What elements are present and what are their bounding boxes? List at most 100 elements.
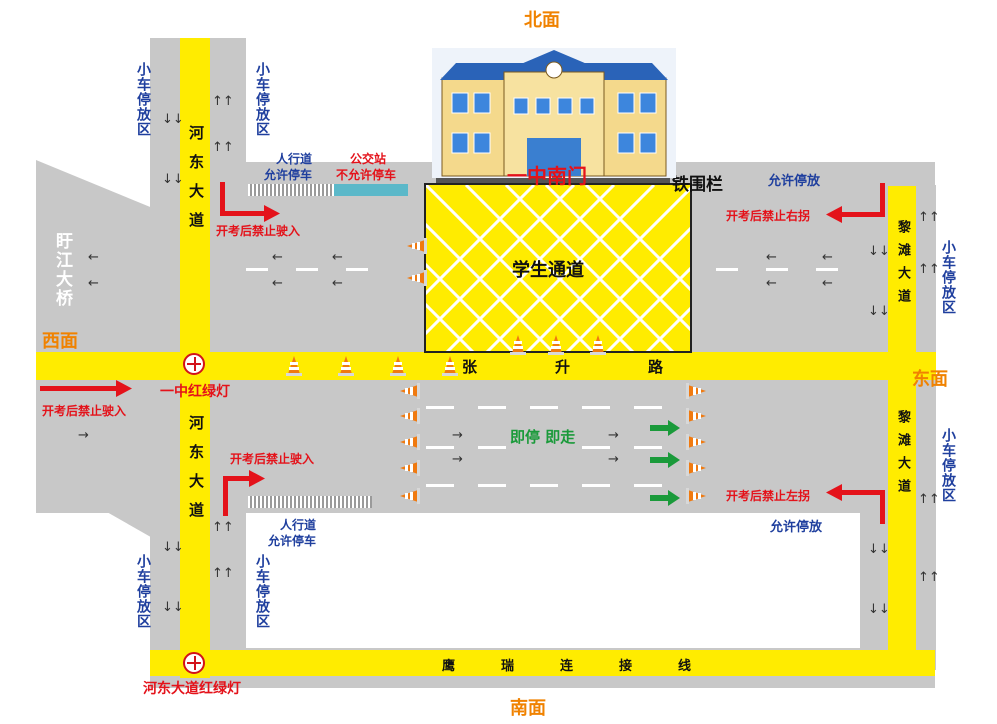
stop-and-go-label: 即停 即走 bbox=[510, 428, 576, 446]
sidewalk-title-bottom: 人行道 bbox=[280, 518, 317, 532]
small-car-parking-nw-left: 小车停放区 bbox=[135, 62, 151, 137]
school-building bbox=[432, 48, 676, 178]
traffic-light-icon-top bbox=[183, 353, 205, 375]
lane-dash bbox=[582, 484, 610, 487]
lane-arrow-icon: → bbox=[452, 428, 463, 443]
west-label: 西面 bbox=[42, 331, 78, 352]
lane-arrow-icon: ↓↓ bbox=[868, 542, 890, 557]
yingrui-road-name: 鹰瑞连接线 bbox=[442, 659, 738, 674]
lane-arrow-icon: ← bbox=[88, 250, 99, 265]
lane-arrow-icon: → bbox=[452, 452, 463, 467]
lane-dash bbox=[634, 406, 662, 409]
lane-arrow-icon: ↑↑ bbox=[918, 262, 940, 277]
lane-arrow-icon: ← bbox=[766, 276, 777, 291]
north-label: 北面 bbox=[524, 10, 560, 31]
lane-arrow-icon: ↑↑ bbox=[918, 570, 940, 585]
lane-dash bbox=[634, 484, 662, 487]
bridge-name: 盱江大桥 bbox=[52, 232, 72, 308]
sidewalk-allow-top: 允许停车 bbox=[264, 168, 313, 182]
east-label: 东面 bbox=[912, 369, 948, 390]
lane-dash bbox=[582, 406, 610, 409]
lane-dash bbox=[766, 268, 788, 271]
lane-arrow-icon: ↑↑ bbox=[918, 492, 940, 507]
lane-dash bbox=[346, 268, 368, 271]
south-label: 南面 bbox=[510, 698, 546, 719]
bottom-traffic-light-label: 河东大道红绿灯 bbox=[143, 681, 241, 697]
lane-dash bbox=[634, 446, 662, 449]
lane-arrow-icon: ← bbox=[272, 276, 283, 291]
lane-dash bbox=[816, 268, 838, 271]
limtan-road-name-north: 黎滩大道 bbox=[895, 220, 910, 312]
lane-dash bbox=[296, 268, 318, 271]
student-channel-area bbox=[424, 183, 692, 353]
lane-arrow-icon: ← bbox=[766, 250, 777, 265]
bus-stop-rule: 不允许停车 bbox=[336, 168, 397, 182]
lane-arrow-icon: ↓↓ bbox=[868, 244, 890, 259]
small-car-parking-ne: 小车停放区 bbox=[940, 240, 956, 315]
lane-arrow-icon: ← bbox=[332, 276, 343, 291]
lane-arrow-icon: ↓↓ bbox=[162, 600, 184, 615]
lane-arrow-icon: ↓↓ bbox=[162, 112, 184, 127]
sidewalk-strip-bottom bbox=[248, 496, 372, 508]
lane-arrow-icon: ← bbox=[332, 250, 343, 265]
lane-dash bbox=[530, 484, 558, 487]
student-channel-label: 学生通道 bbox=[512, 260, 584, 281]
traffic-light-icon-bottom bbox=[183, 652, 205, 674]
limtan-road-name-south: 黎滩大道 bbox=[895, 410, 910, 502]
lane-dash bbox=[426, 484, 454, 487]
lane-arrow-icon: → bbox=[608, 452, 619, 467]
lane-dash bbox=[426, 446, 454, 449]
rule-no-entry-west: 开考后禁止驶入 bbox=[42, 404, 127, 418]
hedong-road-name-south: 河东大道 bbox=[187, 415, 205, 531]
lane-dash bbox=[426, 406, 454, 409]
lane-arrow-icon: ↓↓ bbox=[868, 304, 890, 319]
rule-no-right-turn: 开考后禁止右拐 bbox=[726, 209, 811, 223]
lane-arrow-icon: → bbox=[608, 428, 619, 443]
yingrui-road-band bbox=[150, 650, 935, 676]
sidewalk-strip-top bbox=[248, 184, 334, 196]
lane-dash bbox=[478, 446, 506, 449]
iron-fence bbox=[436, 176, 670, 183]
hedong-road-name-north: 河东大道 bbox=[187, 125, 205, 241]
lane-arrow-icon: → bbox=[78, 428, 89, 443]
rule-no-entry-top: 开考后禁止驶入 bbox=[216, 224, 301, 238]
lane-dash bbox=[246, 268, 268, 271]
bus-stop-strip bbox=[334, 184, 408, 196]
small-car-parking-se: 小车停放区 bbox=[940, 428, 956, 503]
sidewalk-title-top: 人行道 bbox=[276, 152, 313, 166]
lane-arrow-icon: ← bbox=[272, 250, 283, 265]
south-block bbox=[246, 513, 860, 648]
top-traffic-light-label: 一中红绿灯 bbox=[160, 384, 230, 400]
lane-dash bbox=[582, 446, 610, 449]
allow-park-ne: 允许停放 bbox=[768, 174, 821, 189]
sidewalk-allow-bottom: 允许停车 bbox=[268, 534, 317, 548]
hedong-road-south bbox=[180, 378, 210, 678]
bus-stop-title: 公交站 bbox=[350, 152, 387, 166]
allow-park-se: 允许停放 bbox=[770, 520, 823, 535]
lane-dash bbox=[716, 268, 738, 271]
rule-no-left-turn: 开考后禁止左拐 bbox=[726, 489, 811, 503]
lane-arrow-icon: ← bbox=[822, 276, 833, 291]
lane-arrow-icon: ↓↓ bbox=[162, 172, 184, 187]
lane-arrow-icon: ↑↑ bbox=[918, 210, 940, 225]
lane-dash bbox=[530, 406, 558, 409]
lane-arrow-icon: ← bbox=[822, 250, 833, 265]
lane-arrow-icon: ↑↑ bbox=[212, 94, 234, 109]
rule-no-entry-bottom: 开考后禁止驶入 bbox=[230, 452, 315, 466]
lane-arrow-icon: ↑↑ bbox=[212, 520, 234, 535]
lane-arrow-icon: ↑↑ bbox=[212, 140, 234, 155]
zhangsheng-road-name: 张升路 bbox=[462, 358, 742, 376]
lane-arrow-icon: ↓↓ bbox=[162, 540, 184, 555]
lane-dash bbox=[478, 484, 506, 487]
lane-arrow-icon: ↑↑ bbox=[212, 566, 234, 581]
school-south-gate: 一中南门 bbox=[507, 164, 587, 188]
lane-arrow-icon: ← bbox=[88, 276, 99, 291]
hedong-road-north bbox=[180, 38, 210, 358]
lane-arrow-icon: ↓↓ bbox=[868, 602, 890, 617]
small-car-parking-sw-right: 小车停放区 bbox=[254, 554, 270, 629]
small-car-parking-nw-right: 小车停放区 bbox=[254, 62, 270, 137]
limtan-road bbox=[888, 186, 916, 656]
small-car-parking-sw-left: 小车停放区 bbox=[135, 554, 151, 629]
